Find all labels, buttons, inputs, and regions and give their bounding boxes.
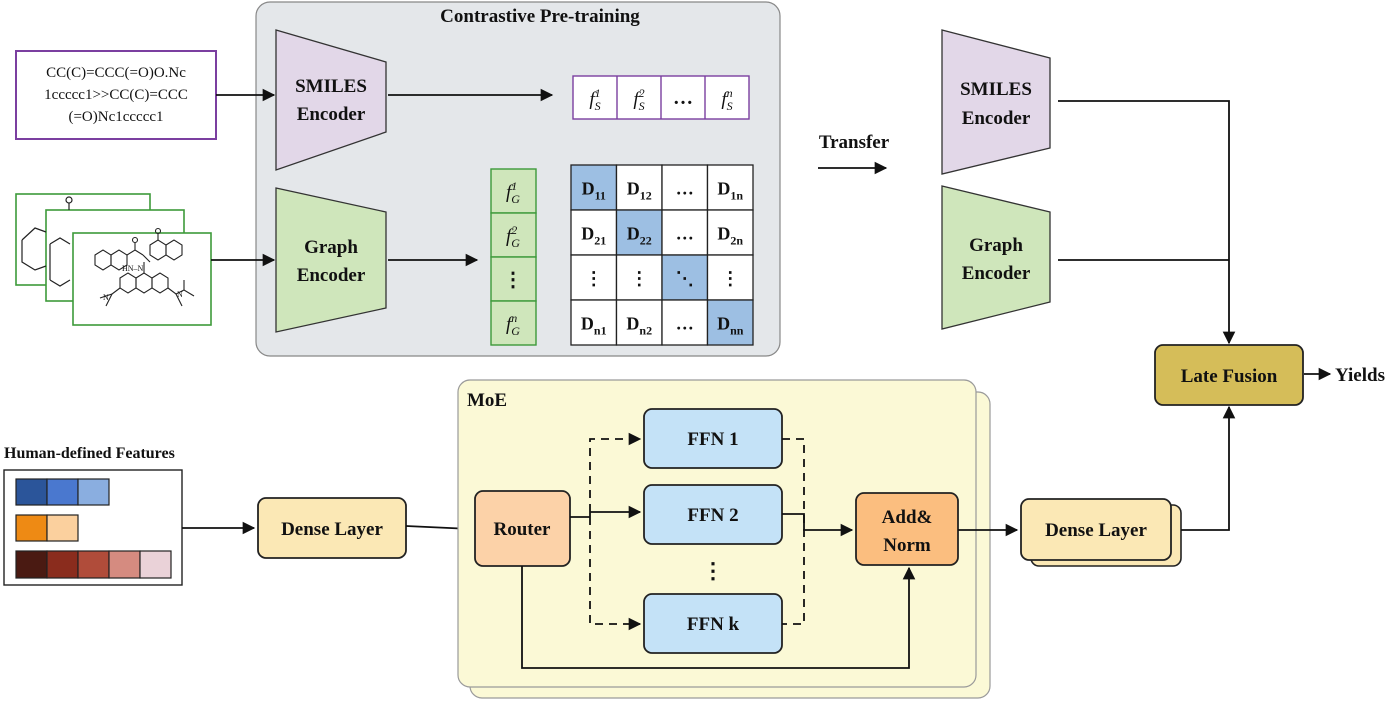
graph-encoder: Graph Encoder [275,187,387,333]
svg-text:Encoder: Encoder [962,263,1031,284]
right-graph-encoder: Graph Encoder [941,185,1051,330]
matrix-cell-label: … [676,179,694,199]
ffn-1: FFN 1 [643,408,783,469]
matrix-cell-label: ⋮ [585,269,603,289]
svg-text:f1G: f1G [506,179,520,206]
svg-text:FFN 1: FFN 1 [687,429,738,450]
matrix-cell [615,299,663,346]
svg-text:Norm: Norm [883,535,931,556]
matrix-cell [706,254,754,301]
svg-text:Add&: Add& [882,507,933,528]
ffn-vdots: ⋮ [702,558,724,583]
matrix-cell [661,164,709,211]
add-norm-block: Add& Norm [855,492,959,566]
dense-to-fusion [1181,405,1236,531]
ffn-k: FFN k [643,593,783,654]
svg-text:Graph: Graph [969,235,1023,256]
dense-layer-right: Dense Layer [1020,498,1182,567]
molecule-icon [94,227,195,307]
matrix-cell [706,209,754,256]
router-block: Router [474,490,571,567]
svg-text:Dense Layer: Dense Layer [281,519,383,540]
matrix-cell-label: … [676,314,694,334]
contrastive-title: Contrastive Pre-training [440,6,640,27]
matrix-cell-label: Dnn [717,314,744,338]
smiles-line-2: 1ccccc1>>CC(C)=CCC [44,87,188,103]
svg-text:SMILES: SMILES [295,76,367,97]
line-smiles-to-fusion [1058,100,1236,345]
matrix-cell-label: … [676,224,694,244]
svg-text:Graph: Graph [304,237,358,258]
svg-text:Dense Layer: Dense Layer [1045,520,1147,541]
matrix-cell [661,299,709,346]
matrix-cell [570,254,618,301]
smiles-encoder: SMILES Encoder [275,29,387,171]
dense-layer-left: Dense Layer [257,497,407,559]
matrix-cell-label: ⋱ [676,269,694,289]
svg-text:Router: Router [494,519,552,540]
svg-text:Encoder: Encoder [962,108,1031,129]
matrix-cell-label: D11 [582,179,606,203]
svg-text:⋮: ⋮ [503,269,523,291]
svg-text:f2S: f2S [633,86,644,113]
svg-text:f2G: f2G [506,223,520,250]
matrix-cell-label: D2n [717,224,743,248]
svg-text:FFN k: FFN k [687,614,740,635]
smiles-line-3: (=O)Nc1ccccc1 [68,109,163,125]
smiles-line-1: CC(C)=CCC(=O)O.Nc [46,65,186,81]
svg-text:Late Fusion: Late Fusion [1181,366,1278,387]
svg-text:fnG: fnG [506,311,520,338]
features-title: Human-defined Features [4,445,175,462]
features-box [3,469,183,586]
svg-text:N: N [177,290,183,299]
matrix-cell-label: D12 [627,179,652,203]
smiles-input-box: CC(C)=CCC(=O)O.Nc 1ccccc1>>CC(C)=CCC (=O… [15,50,217,140]
svg-text:…: … [673,87,693,109]
matrix-cell-label: Dn2 [626,314,652,338]
svg-text:SMILES: SMILES [960,79,1032,100]
matrix-cell [570,164,618,211]
matrix-cell [661,254,709,301]
matrix-cell-label: ⋮ [630,269,648,289]
matrix-cell-label: D1n [717,179,743,203]
svg-text:Encoder: Encoder [297,104,366,125]
matrix-cell-label: D22 [627,224,652,248]
late-fusion-block: Late Fusion [1154,344,1304,406]
transfer-label: Transfer [819,132,890,153]
right-smiles-encoder: SMILES Encoder [941,29,1051,175]
svg-text:Encoder: Encoder [297,265,366,286]
router-connections [570,432,642,631]
moe-title: MoE [467,390,507,411]
ffn-to-addnorm [782,438,854,625]
svg-text:f1S: f1S [589,86,600,113]
matrix-cell [615,209,663,256]
matrix-cell [706,299,754,346]
svg-text:N: N [103,293,109,302]
svg-text:HN–N: HN–N [122,264,144,273]
matrix-cell [706,164,754,211]
ffn-2: FFN 2 [643,484,783,545]
residual-path [521,566,916,669]
molecule-graph-cards: HN–N N N [15,193,212,326]
svg-text:FFN 2: FFN 2 [687,505,738,526]
matrix-cell-label: ⋮ [721,269,739,289]
matrix-cell [615,254,663,301]
matrix-cell-label: Dn1 [581,314,607,338]
matrix-cell-label: D21 [581,224,606,248]
yields-label: Yields [1335,365,1385,386]
svg-text:fnS: fnS [721,86,732,113]
